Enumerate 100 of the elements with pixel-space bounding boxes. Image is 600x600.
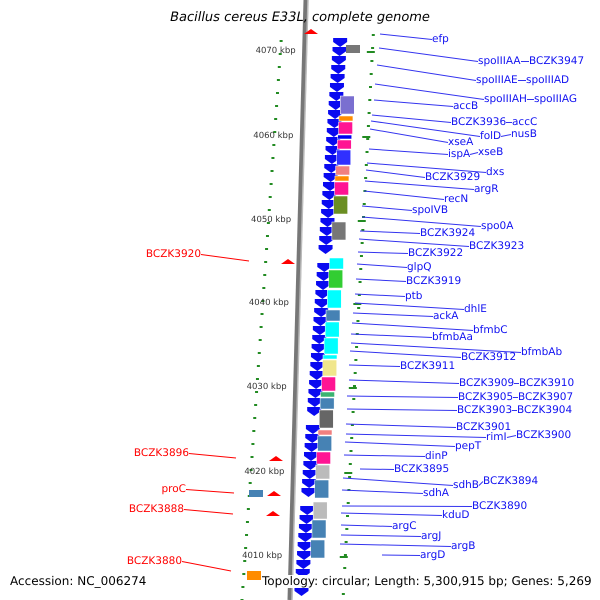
gene-label: spo0A (481, 220, 514, 233)
gene-label: accB (453, 100, 478, 113)
leader-line (356, 278, 406, 282)
gene-label: recN (444, 193, 468, 206)
leader-line (348, 364, 400, 367)
leader-line (358, 252, 408, 254)
gene-label: BCZK3910 (519, 377, 574, 390)
gene-label: BCZK3909 (459, 377, 514, 390)
scale-tick-label: 4050 kbp (251, 214, 292, 227)
leader-line (514, 383, 520, 384)
gene-label: BCZK3924 (420, 227, 476, 240)
leader-line (520, 61, 530, 62)
gene-label: BCZK3922 (408, 247, 464, 260)
leader-line (352, 312, 434, 317)
leader-line (370, 120, 480, 137)
gene-label: xseA (448, 136, 474, 149)
leader-line (512, 397, 518, 398)
leader-line (360, 468, 394, 470)
gene-label: glpQ (407, 261, 432, 274)
gene-label: nusB (511, 128, 537, 141)
gene-label: sdhA (423, 487, 449, 500)
gene-label: BCZK3890 (472, 500, 528, 513)
scale-tick-label: 4060 kbp (253, 130, 294, 143)
gene-label: proC (161, 483, 186, 496)
leader-line (354, 302, 464, 310)
leader-line (346, 424, 456, 428)
leader-line (350, 342, 522, 353)
gene-label: BCZK3896 (134, 447, 189, 460)
leader-line (364, 180, 474, 190)
leader-line (366, 162, 486, 173)
gene-label: spoIIIAA (478, 55, 521, 68)
gene-label: BCZK3903 (457, 404, 512, 417)
leader-line (340, 512, 442, 516)
gene-label: spoIVB (412, 204, 448, 217)
leader-line (378, 48, 478, 62)
leader-line (360, 230, 420, 234)
leader-line (346, 396, 458, 398)
leader-line (506, 122, 512, 123)
scale-tick-label: 4030 kbp (246, 381, 287, 394)
diagram-title: Bacillus cereus E33L, complete genome (169, 11, 431, 24)
gene-label: accC (512, 116, 538, 129)
leader-line (184, 509, 234, 514)
leader-line (470, 152, 478, 155)
gene-label: ackA (433, 310, 458, 323)
leader-line (380, 34, 432, 40)
leader-line (200, 254, 250, 262)
gene-label: folD (480, 130, 502, 143)
gene-label: sdhB (453, 479, 479, 492)
gene-label: BCZK3905 (458, 391, 514, 404)
leader-line (364, 190, 444, 200)
gene-label: ispA (448, 148, 470, 161)
gene-label: BCZK3895 (394, 463, 450, 476)
leader-line (352, 322, 474, 331)
leader-line (500, 134, 512, 137)
gene-label: dxs (486, 166, 504, 179)
leader-line (526, 99, 534, 100)
scale-tick-label: 4010 kbp (242, 550, 282, 563)
gene-label: BCZK3888 (128, 503, 184, 516)
leader-line (370, 128, 448, 143)
gene-label: kduD (442, 509, 470, 522)
leader-line (340, 524, 392, 527)
leader-line (376, 64, 476, 81)
gene-label: spoIIIAH (484, 93, 527, 106)
leader-line (518, 80, 526, 81)
leader-line (354, 294, 406, 297)
gene-label: ptb (405, 290, 422, 303)
accession-text: Accession: NC_006274 (10, 575, 146, 588)
leader-line (344, 442, 456, 447)
gene-label: BCZK3907 (518, 391, 574, 404)
leader-line (356, 264, 408, 268)
gene-label: BCZK3880 (126, 555, 182, 568)
gene-label: pepT (455, 440, 482, 453)
gene-label: BCZK3919 (406, 275, 462, 288)
leader-line (478, 481, 484, 486)
leader-line (358, 238, 470, 247)
leader-line (350, 334, 432, 338)
gene-label: argJ (421, 530, 442, 543)
gene-label: argR (474, 183, 499, 196)
scale-tick-label: 4070 kbp (256, 45, 296, 58)
gene-label: bfmbAb (521, 346, 562, 359)
gene-label: BCZK3894 (483, 475, 538, 488)
leader-line (372, 114, 452, 123)
leader-line (382, 554, 420, 556)
leader-line (344, 454, 426, 457)
gene-label: BCZK3912 (461, 351, 516, 364)
gene-label: BCZK3911 (400, 360, 456, 373)
leader-line (366, 170, 426, 178)
leader-line (340, 544, 452, 547)
leader-line (374, 100, 454, 107)
genome-info-text: Topology: circular; Length: 5,300,915 bp; Genes: 5,269 (262, 575, 592, 588)
gene-label: spoIIIAE (476, 74, 518, 87)
gene-label: BCZK3900 (516, 429, 572, 442)
leader-line (374, 84, 484, 100)
gene-label: argD (420, 549, 446, 562)
gene-label: spoIIIAD (526, 74, 570, 87)
leader-line (186, 489, 234, 494)
gene-label: BCZK3920 (146, 248, 201, 261)
gene-label: BCZK3929 (425, 171, 480, 184)
gene-label: rimI (486, 431, 507, 444)
gene-label: BCZK3936 (451, 116, 506, 129)
